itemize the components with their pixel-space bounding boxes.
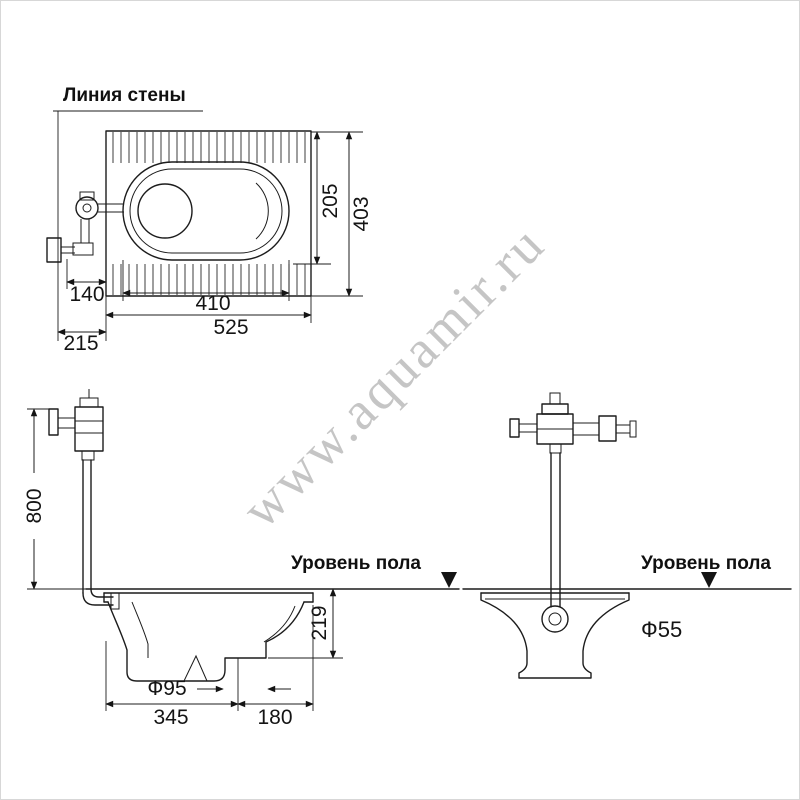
pan-profile-front [480,592,630,679]
level-marker-side [441,572,457,588]
flush-valve-side [48,389,104,461]
bowl-outer-plan [122,161,290,261]
bowl-contour-arc [255,182,269,240]
dim-text-800: 800 [23,488,46,523]
floor-label-front: Уровень пола [641,553,771,574]
side-view: 800 Уровень пола 219 Ф95 3 [23,389,460,729]
dim-text-f55: Ф55 [641,617,682,642]
hatch-lines-bottom [112,264,306,295]
hatch-lines-top [112,132,306,163]
dim-text-525: 525 [213,316,248,339]
dim-text-345: 345 [153,706,188,729]
floor-label-side: Уровень пола [291,553,421,574]
bowl-inner-plan [129,168,283,254]
flush-pipe-front [550,452,561,608]
dim-text-403: 403 [350,196,373,231]
dim-text-f95: Ф95 [147,677,186,700]
dim-text-215: 215 [63,332,98,355]
flush-pipe-side [82,459,120,610]
dim-text-205: 205 [319,183,342,218]
level-marker-front [701,572,717,588]
wall-line-label: Линия стены [63,85,186,106]
dim-text-180: 180 [257,706,292,729]
dim-text-410: 410 [195,292,230,315]
watermark-text: www.aquamir.ru [230,213,556,539]
dim-text-140: 140 [69,283,104,306]
dim-text-219: 219 [308,605,331,640]
pan-profile-side [103,592,314,682]
plan-view: Линия стены 205 4 [46,85,373,355]
drain-hole-plan [137,183,193,239]
flush-valve-plan [46,191,124,263]
flush-valve-front [509,392,637,454]
front-view: Уровень пола Ф55 [462,392,792,679]
